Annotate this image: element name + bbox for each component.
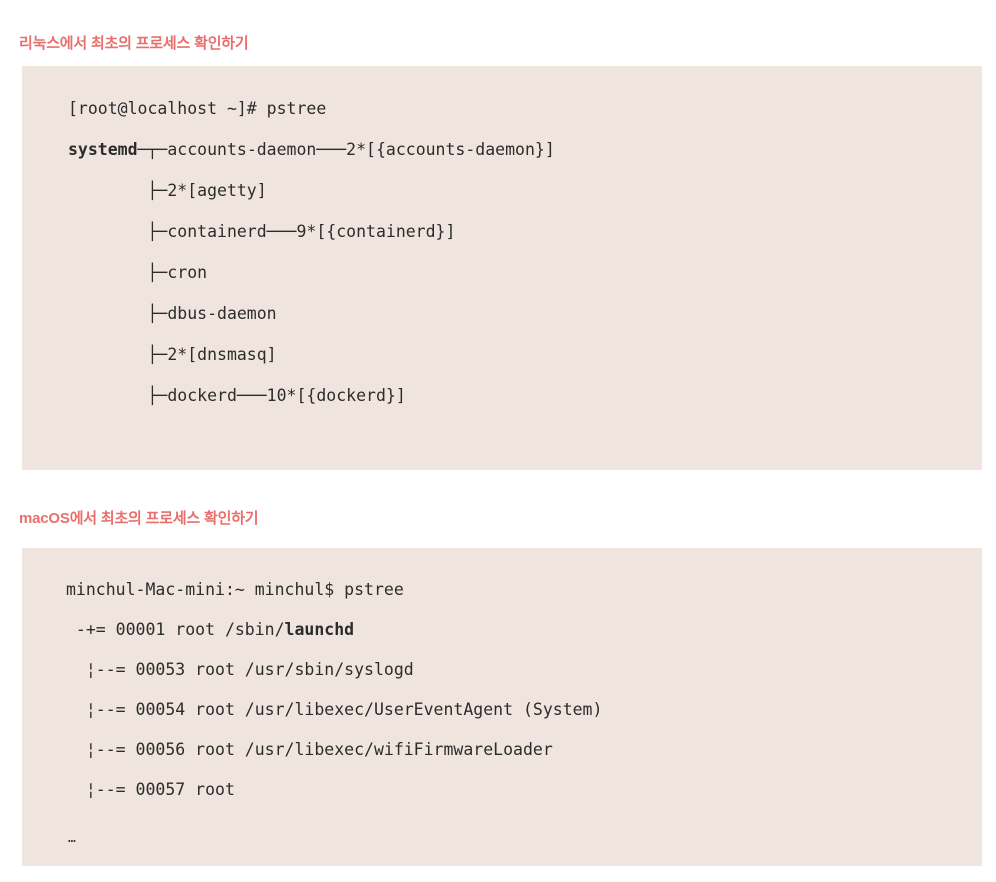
code-line: ├─dockerd───10*[{dockerd}] — [68, 386, 406, 405]
code-line: systemd─┬─accounts-daemon───2*[{accounts… — [68, 140, 555, 159]
section-heading-macos: macOS에서 최초의 프로세스 확인하기 — [19, 510, 259, 528]
code-line: minchul-Mac-mini:~ minchul$ pstree — [66, 580, 404, 599]
truncation-ellipsis-macos: … — [68, 831, 77, 846]
code-line: -+= 00001 root /sbin/launchd — [66, 620, 355, 639]
code-line: ¦--= 00057 root — [66, 780, 235, 799]
code-emphasis: systemd — [68, 140, 138, 159]
code-line: [root@localhost ~]# pstree — [68, 99, 327, 118]
code-lines-macos: minchul-Mac-mini:~ minchul$ pstree -+= 0… — [22, 570, 982, 810]
code-block-macos-pstree: minchul-Mac-mini:~ minchul$ pstree -+= 0… — [22, 548, 982, 866]
code-lines-linux: [root@localhost ~]# pstree systemd─┬─acco… — [22, 88, 982, 416]
code-block-linux-pstree: [root@localhost ~]# pstree systemd─┬─acco… — [22, 66, 982, 470]
code-line: ├─2*[agetty] — [68, 181, 267, 200]
code-line: ¦--= 00054 root /usr/libexec/UserEventAg… — [66, 700, 603, 719]
code-line: ├─2*[dnsmasq] — [68, 345, 277, 364]
code-line: ¦--= 00053 root /usr/sbin/syslogd — [66, 660, 414, 679]
code-line: ├─dbus-daemon — [68, 304, 277, 323]
code-emphasis: launchd — [284, 620, 355, 639]
code-line: ├─cron — [68, 263, 208, 282]
section-heading-linux: 리눅스에서 최초의 프로세스 확인하기 — [19, 35, 249, 53]
code-line: ¦--= 00056 root /usr/libexec/wifiFirmwar… — [66, 740, 553, 759]
code-line: ├─containerd───9*[{containerd}] — [68, 222, 456, 241]
